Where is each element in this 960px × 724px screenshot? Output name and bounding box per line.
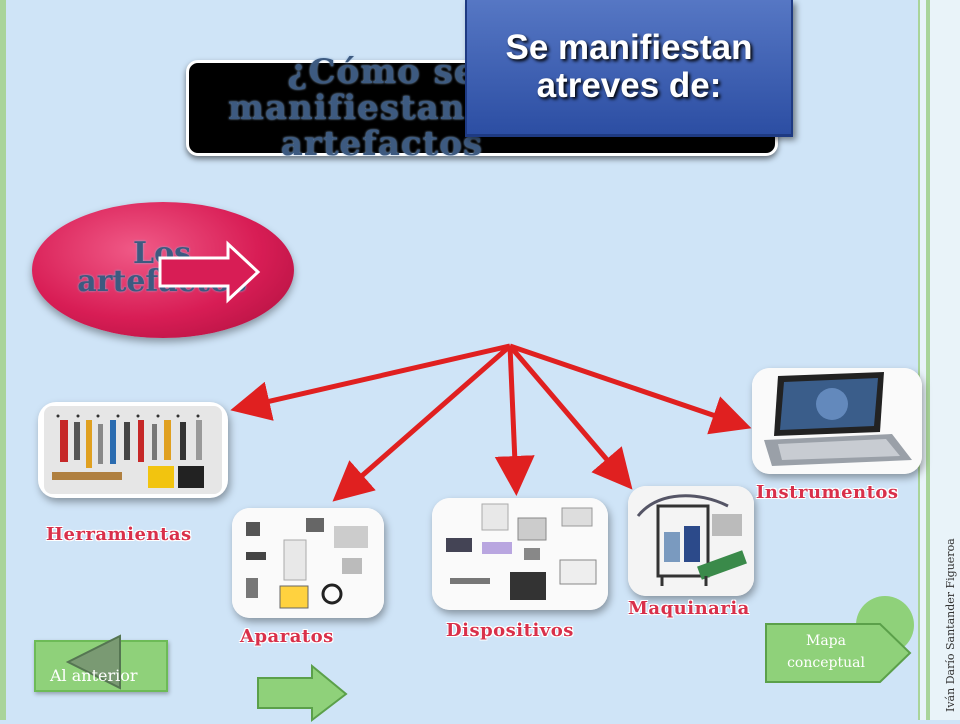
left-border [0, 0, 6, 720]
right-border-line [926, 0, 930, 720]
label-aparatos: Aparatos [240, 626, 334, 647]
author-credit: Iván Darío Santander Figueroa [944, 538, 957, 712]
callout-text: Se manifiestan atreves de: [505, 28, 753, 105]
arrow-to-dispositivos [494, 345, 535, 496]
machinery-icon [628, 486, 754, 596]
devices-icon [432, 498, 608, 610]
arrow-to-herramientas [230, 343, 511, 421]
previous-button-label[interactable]: Al anterior [50, 666, 138, 685]
next-arrow-button[interactable] [254, 664, 354, 724]
label-maquinaria: Maquinaria [628, 598, 750, 619]
label-herramientas: Herramientas [46, 524, 192, 545]
appliances-image [232, 508, 384, 618]
concept-map-label[interactable]: Mapa conceptual [787, 633, 865, 671]
devices-image [432, 498, 608, 610]
arrow-to-maquinaria [508, 344, 633, 490]
appliances-icon [232, 508, 384, 618]
arrow-to-aparatos [332, 344, 512, 502]
label-dispositivos: Dispositivos [446, 620, 574, 641]
tools-image [38, 402, 228, 498]
callout-box: Se manifiestan atreves de: [465, 0, 793, 137]
oval-text: Los artefactos [77, 236, 247, 299]
machinery-image [628, 486, 754, 596]
laptop-icon [752, 368, 922, 474]
label-instrumentos: Instrumentos [756, 482, 899, 503]
concept-map-button[interactable] [764, 622, 912, 684]
right-border [918, 0, 960, 720]
arrow-to-instrumentos [509, 343, 752, 435]
tools-icon [44, 406, 222, 494]
laptop-image [752, 368, 922, 474]
arrow-left-icon[interactable] [62, 632, 162, 692]
